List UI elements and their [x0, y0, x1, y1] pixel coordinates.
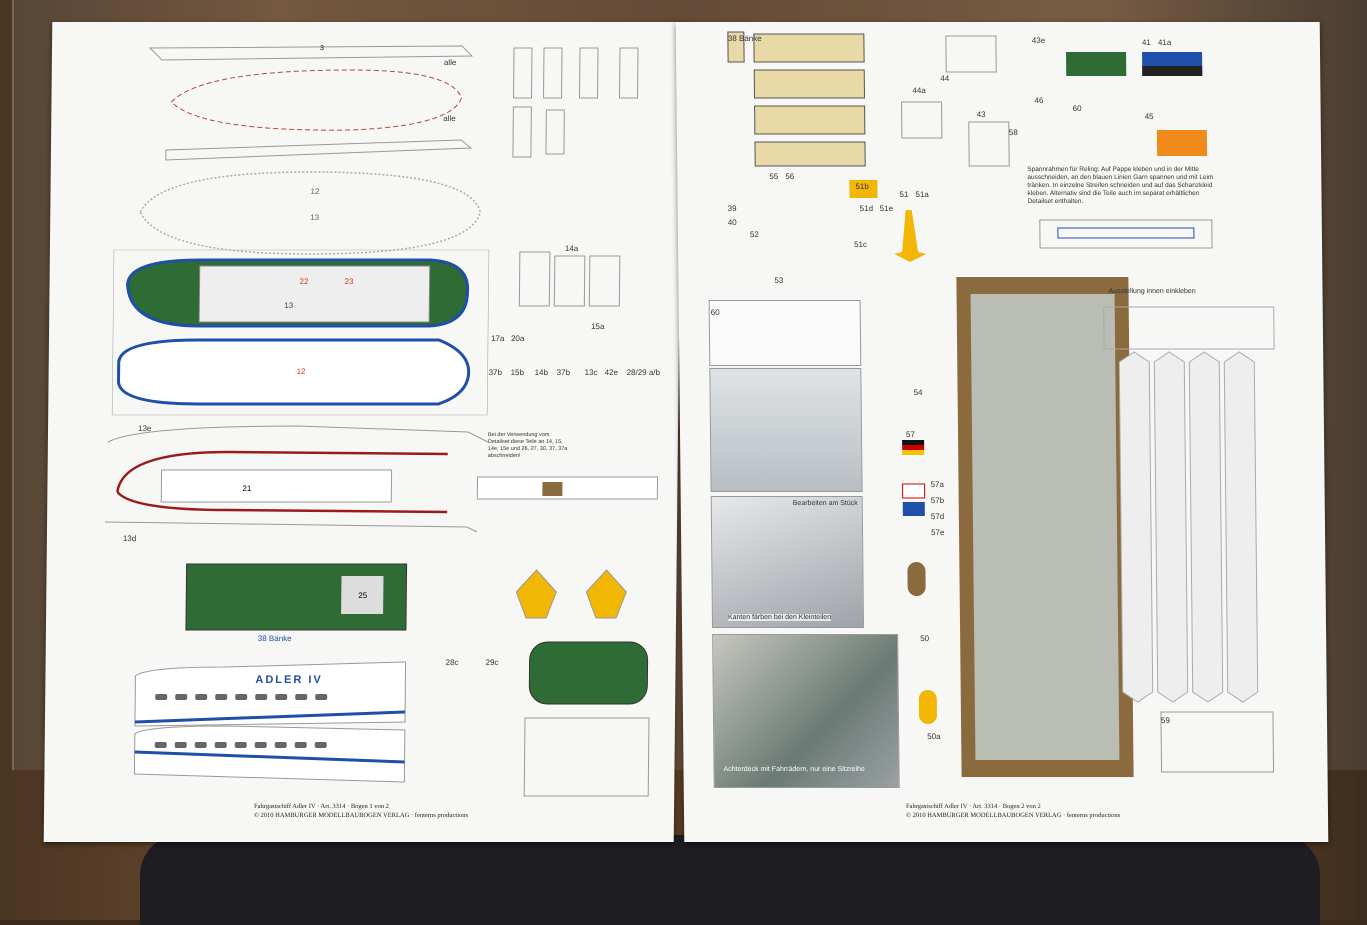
label-57b: 57b: [930, 496, 945, 505]
label-28-29: 28/29 a/b: [626, 368, 661, 377]
hull-windows: [154, 694, 328, 748]
label-51e: 51e: [879, 204, 894, 213]
label-51c: 51c: [853, 240, 867, 249]
photo-edge-coloring: [710, 496, 865, 628]
label-56: 56: [785, 172, 795, 181]
label-44: 44: [940, 74, 950, 83]
svg-text:21: 21: [242, 484, 252, 493]
label-51: 51: [899, 190, 909, 199]
figure-set-photo: [708, 300, 862, 366]
label-14a: 14a: [564, 244, 579, 253]
label-55: 55: [769, 172, 779, 181]
bench-label: 38 Bänke: [257, 634, 292, 643]
label-15b: 15b: [510, 368, 525, 377]
achterdeck-label: Achterdeck mit Fahrrädern, nur eine Sitz…: [723, 766, 865, 773]
label-28c: 28c: [445, 658, 459, 667]
label-54: 54: [913, 388, 923, 397]
part-29-yellow: [585, 569, 627, 619]
label-13c: 13c: [584, 368, 598, 377]
svg-text:25: 25: [358, 591, 368, 600]
label-42e: 42e: [604, 368, 619, 377]
swatch-green: [1066, 52, 1127, 76]
label-44a: 44a: [912, 86, 926, 95]
part-3-label: 3: [320, 45, 324, 52]
hull-side-26: [134, 661, 407, 727]
alle-label-2: alle: [443, 114, 456, 123]
svg-text:23: 23: [345, 277, 355, 286]
svg-text:12: 12: [297, 367, 307, 376]
right-footer-line2: © 2010 HAMBURGER MODELLBAUBOGEN VERLAG ·…: [905, 812, 1121, 819]
label-50: 50: [920, 634, 930, 643]
label-13e: 13e: [137, 424, 152, 433]
pier-concrete: [970, 294, 1120, 760]
photo-aft-deck: [712, 634, 900, 788]
lap-dark: [140, 835, 1320, 925]
label-banke: 38 Bänke: [727, 34, 762, 43]
right-footer: Fahrgastschiff Adler IV · Art. 3314 · Bo…: [906, 802, 1120, 820]
part-2-strip: [165, 139, 473, 161]
hull-part-12: [117, 338, 471, 406]
label-15a: 15a: [591, 322, 605, 331]
swatch-orange: [1156, 130, 1208, 156]
ship-name-label: ADLER IV: [255, 674, 323, 686]
label-37b-2: 37b: [556, 368, 571, 377]
reling-instructions: Spannrahmen für Reling: Auf Pappe kleben…: [1027, 166, 1214, 205]
label-20a: 20a: [510, 334, 525, 343]
bench-blocks: [727, 31, 866, 167]
label-41a: 41a: [1157, 38, 1172, 47]
photo-figures-bikes: [709, 368, 863, 492]
label-40: 40: [727, 218, 737, 227]
label-52: 52: [749, 230, 759, 239]
label-60: 60: [1072, 104, 1082, 113]
left-footer-line1: Fahrgastschiff Adler IV · Art. 3314 · Bo…: [254, 803, 389, 810]
label-43e: 43e: [1031, 36, 1046, 45]
svg-text:13: 13: [284, 301, 294, 310]
label-50a: 50a: [927, 732, 941, 741]
label-51a: 51a: [915, 190, 929, 199]
label-57: 57: [905, 430, 915, 439]
label-60-figures: 60: [710, 308, 720, 317]
left-page-drawing: 3 12 13 22 23 13 12 21 25: [105, 45, 659, 797]
hull-side-27: [133, 725, 406, 783]
bearbeiten-label: Bearbeiten am Stück: [792, 500, 858, 507]
part-28-yellow: [515, 569, 557, 619]
bikes-59: [1160, 711, 1275, 773]
upper-deck-42: [528, 641, 649, 705]
label-59: 59: [1160, 716, 1170, 725]
label-57e: 57e: [931, 528, 945, 537]
part-3-outline: [148, 45, 474, 61]
right-footer-line1: Fahrgastschiff Adler IV · Art. 3314 · Bo…: [905, 803, 1041, 810]
hull-deck-outline: [170, 69, 463, 131]
svg-text:12: 12: [310, 187, 320, 196]
right-page: 38 Bänke 44 44a 43 43e 41 41a 46 60 45 5…: [675, 22, 1329, 842]
label-39: 39: [727, 204, 737, 213]
label-29c: 29c: [485, 658, 499, 667]
label-57d: 57d: [930, 512, 945, 521]
svg-text:22: 22: [300, 277, 310, 286]
svg-text:13: 13: [310, 213, 320, 222]
right-page-drawing: [727, 31, 1275, 777]
label-46: 46: [1034, 96, 1044, 105]
label-37b: 37b: [488, 368, 503, 377]
alle-label-1: alle: [443, 58, 457, 67]
kanten-label: Kanten färben bei den Kleinteilen: [727, 614, 832, 621]
label-57a: 57a: [930, 480, 944, 489]
label-51b: 51b: [855, 182, 869, 191]
left-footer-line2: © 2010 HAMBURGER MODELLBAUBOGEN VERLAG ·…: [253, 812, 469, 819]
ausstellung-label: Ausstellung innen einkleben: [1108, 288, 1196, 295]
label-13d: 13d: [122, 534, 137, 543]
label-17a: 17a: [490, 334, 505, 343]
label-45: 45: [1144, 112, 1154, 121]
label-53: 53: [774, 276, 784, 285]
label-51d: 51d: [859, 204, 874, 213]
label-41: 41: [1141, 38, 1151, 47]
detail-note: Bei der Verwendung vom Detailset diese T…: [487, 432, 568, 459]
hull-red-stripe: [116, 450, 448, 493]
left-page: 3 12 13 22 23 13 12 21 25: [43, 22, 683, 842]
part-51-yellow: [894, 210, 927, 262]
label-58: 58: [1008, 128, 1018, 137]
left-footer: Fahrgastschiff Adler IV · Art. 3314 · Bo…: [254, 802, 468, 820]
label-43: 43: [976, 110, 986, 119]
label-14b: 14b: [534, 368, 549, 377]
